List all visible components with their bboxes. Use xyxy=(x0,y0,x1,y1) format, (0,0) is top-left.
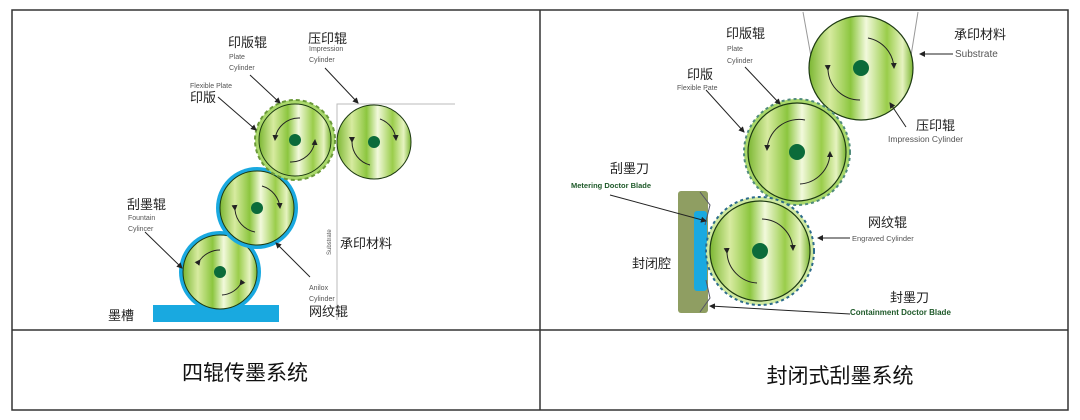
label-substrate-en: Substrate xyxy=(327,229,333,255)
impression-cylinder xyxy=(336,104,412,180)
label-substrate-zh: 承印材料 xyxy=(340,237,392,252)
label-substrate-zh: 承印材料 xyxy=(954,28,1006,43)
label-plate-cylinder-zh: 印版辊 xyxy=(228,36,267,51)
label-plate-cylinder-en1: Plate xyxy=(229,54,245,61)
fountain-cylinder xyxy=(179,231,261,313)
impression-cylinder xyxy=(808,15,914,121)
caption-four-roll-system: 四辊传墨系统 xyxy=(182,361,308,385)
label-plate-cylinder-en2: Cylinder xyxy=(727,58,753,65)
label-engraved-en: Engraved Cylinder xyxy=(852,234,914,243)
chambered-doctor-blade-diagram: 承印材料 Substrate 印版辊 Plate Cylinder 印版 Fle… xyxy=(571,11,1006,317)
label-metering-zh: 刮墨刀 xyxy=(610,162,649,177)
label-containment-en: Containment Doctor Blade xyxy=(850,308,951,317)
label-impression-en: Impression Cylinder xyxy=(888,134,963,144)
label-substrate-en: Substrate xyxy=(955,49,998,60)
label-impression-zh: 压印辊 xyxy=(308,32,347,47)
label-fountain-zh: 刮墨辊 xyxy=(127,198,166,213)
ink-tray xyxy=(153,305,279,322)
anilox-cylinder xyxy=(216,167,298,249)
substrate-web xyxy=(336,103,455,320)
label-anilox-zh: 网纹辊 xyxy=(309,305,348,320)
label-plate-cylinder-en1: Plate xyxy=(727,46,743,53)
label-anilox-en2: Cylinder xyxy=(309,296,335,303)
label-fountain-en1: Fountain xyxy=(128,215,155,222)
label-engraved-zh: 网纹辊 xyxy=(868,216,907,231)
label-ink-tray-zh: 墨槽 xyxy=(108,309,134,324)
label-plate-cylinder-zh: 印版辊 xyxy=(726,27,765,42)
plate-cylinder xyxy=(743,98,851,206)
anilox-cylinder xyxy=(705,196,815,306)
label-flexible-plate-zh: 印版 xyxy=(687,68,713,83)
label-flexible-plate-zh: 印版 xyxy=(190,91,216,106)
label-metering-en: Metering Doctor Blade xyxy=(571,181,651,190)
ink-chamber xyxy=(694,211,707,291)
label-containment-zh: 封墨刀 xyxy=(890,291,929,306)
label-flexible-plate-en: Flexible Pate xyxy=(677,85,718,92)
plate-cylinder xyxy=(254,99,336,181)
label-fountain-en2: Cylincer xyxy=(128,226,154,233)
caption-chambered-system: 封闭式刮墨系统 xyxy=(767,364,914,388)
label-impression-en2: Cylinder xyxy=(309,57,335,64)
label-anilox-en1: Anilox xyxy=(309,285,329,292)
label-impression-zh: 压印辊 xyxy=(916,119,955,134)
four-roll-system-diagram: 印版辊 Plate Cylinder 压印辊 Impression Cylind… xyxy=(108,32,455,324)
label-flexible-plate-en: Flexible Plate xyxy=(190,83,232,90)
label-impression-en1: Impression xyxy=(309,46,343,53)
label-chamber-zh: 封闭腔 xyxy=(632,257,671,272)
label-plate-cylinder-en2: Cylinder xyxy=(229,65,255,72)
